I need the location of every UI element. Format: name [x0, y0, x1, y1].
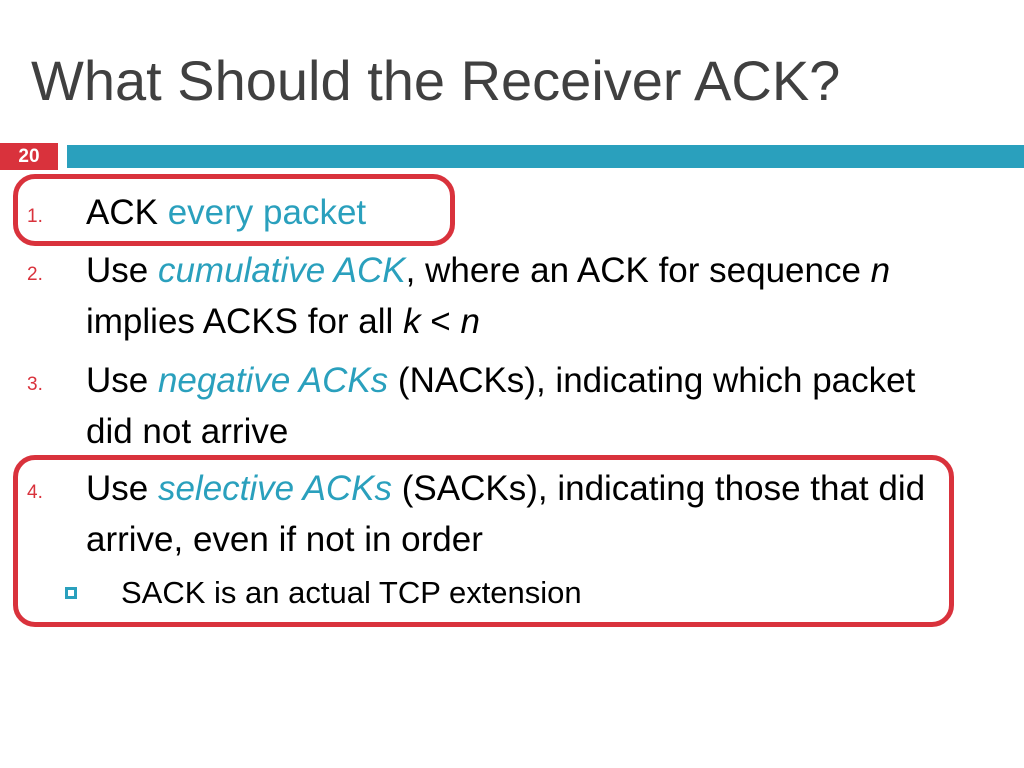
list-number: 4. — [27, 482, 43, 503]
variable-text: n — [870, 251, 891, 290]
text-run: < — [420, 302, 461, 341]
square-bullet-icon — [65, 587, 77, 599]
emphasis-text: negative ACKs — [157, 361, 389, 400]
text-run: (NACKs), indicating which packet did not… — [86, 361, 916, 451]
text-run: , where an ACK for sequence — [405, 251, 871, 290]
list-number: 1. — [27, 206, 43, 227]
text-run: Use — [86, 361, 158, 400]
variable-text: n — [460, 302, 480, 341]
emphasis-text: every packet — [167, 193, 367, 232]
highlight-box-item-4 — [13, 455, 954, 627]
text-run: ACK — [86, 193, 168, 232]
text-run: Use — [86, 469, 158, 508]
list-number: 3. — [27, 374, 43, 395]
list-item-text: Use cumulative ACK, where an ACK for seq… — [86, 245, 966, 347]
list-item-text: Use selective ACKs (SACKs), indicating t… — [86, 463, 966, 565]
text-run: (SACKs), indicating those that did arriv… — [86, 469, 926, 559]
text-run: Use — [86, 251, 158, 290]
highlight-box-item-1 — [13, 174, 455, 246]
title-rule-bar — [67, 145, 1024, 168]
emphasis-text: selective ACKs — [157, 469, 393, 508]
list-item-text: ACK every packet — [86, 187, 966, 238]
slide-title: What Should the Receiver ACK? — [31, 49, 841, 112]
variable-text: k — [403, 302, 421, 341]
list-number: 2. — [27, 264, 43, 285]
page-number: 20 — [0, 143, 58, 170]
text-run: implies ACKS for all — [86, 302, 404, 341]
sub-list-text: SACK is an actual TCP extension — [121, 575, 582, 610]
list-item-text: Use negative ACKs (NACKs), indicating wh… — [86, 355, 966, 457]
emphasis-text: cumulative ACK — [157, 251, 406, 290]
